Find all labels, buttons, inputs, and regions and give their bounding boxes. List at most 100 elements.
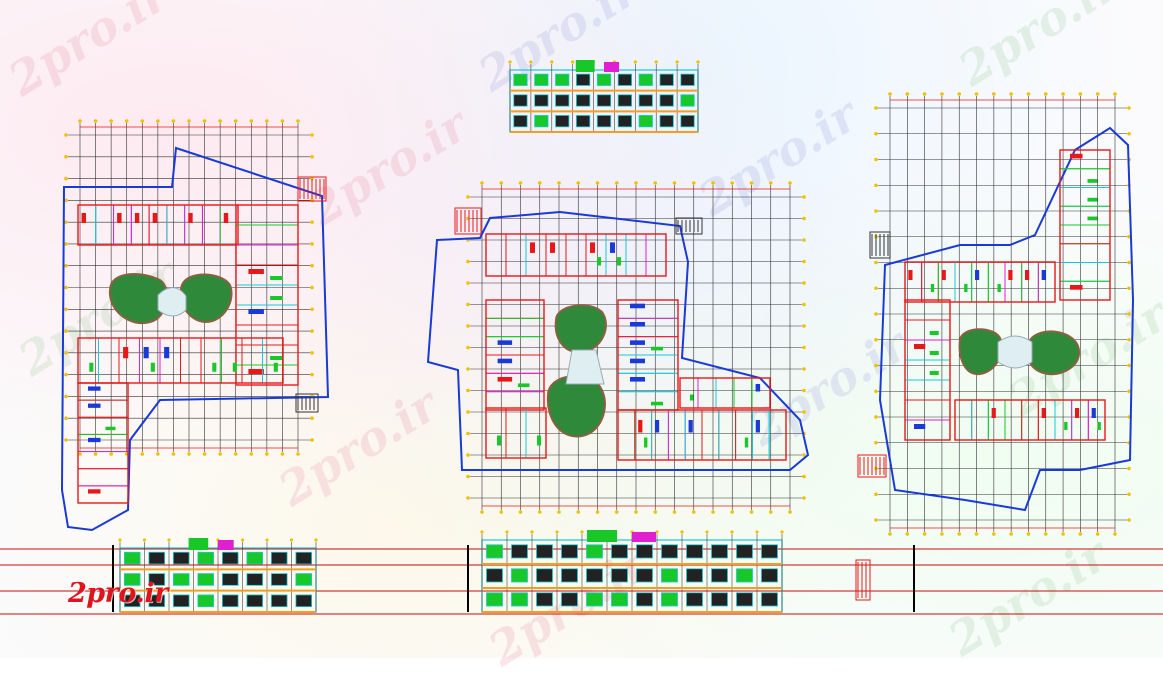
axis-marker — [265, 538, 269, 542]
room-cell — [485, 317, 545, 338]
axis-marker — [466, 410, 470, 414]
axis-marker — [874, 209, 878, 213]
axis-marker — [1078, 532, 1083, 536]
axis-marker — [64, 351, 68, 355]
axis-marker — [874, 183, 878, 188]
axis-marker — [310, 154, 314, 159]
axis-marker — [802, 281, 806, 285]
fixture — [270, 276, 283, 280]
axis-marker — [730, 181, 735, 185]
courtyard-garden — [179, 273, 233, 324]
window — [148, 594, 165, 608]
window — [173, 573, 190, 586]
axis-marker — [802, 302, 806, 307]
window — [561, 544, 578, 559]
axis-marker — [634, 181, 638, 185]
window — [173, 594, 190, 608]
room-cell — [718, 409, 737, 461]
room-cell — [1021, 261, 1039, 303]
window — [659, 73, 674, 86]
axis-marker — [768, 510, 773, 514]
axis-marker — [580, 530, 584, 534]
axis-marker — [1009, 92, 1013, 96]
section-dividers — [112, 545, 915, 612]
axis-marker — [187, 119, 191, 123]
window — [686, 544, 703, 559]
fixture — [914, 424, 926, 429]
axis-marker — [749, 181, 754, 185]
axis-marker — [874, 518, 878, 522]
axis-marker — [680, 530, 684, 534]
axis-marker — [109, 119, 113, 123]
axis-marker — [310, 263, 314, 268]
room-cell — [485, 391, 545, 411]
fixture — [638, 420, 643, 433]
wing-outline — [485, 407, 547, 459]
axis-marker — [802, 367, 806, 371]
axis-marker — [957, 92, 962, 96]
fixture — [134, 213, 140, 223]
fixture — [212, 362, 217, 372]
axis-marker — [64, 263, 68, 268]
fixture — [630, 322, 645, 327]
axis-marker — [802, 410, 806, 414]
room-cell — [617, 391, 679, 411]
fixture — [654, 420, 660, 433]
room-cell — [701, 409, 720, 461]
axis-marker — [557, 181, 561, 185]
courtyard-path — [565, 349, 605, 385]
axis-marker — [940, 532, 944, 536]
window — [534, 115, 549, 128]
axis-marker — [518, 181, 523, 185]
window — [536, 568, 553, 583]
wing-outline — [617, 409, 787, 461]
axis-marker — [675, 60, 679, 64]
axis-marker — [310, 416, 314, 421]
axis-marker — [788, 181, 792, 185]
axis-marker — [802, 345, 806, 350]
window — [124, 573, 141, 586]
axis-marker — [957, 532, 962, 536]
axis-marker — [466, 388, 470, 393]
axis-marker — [518, 510, 523, 514]
room-cell — [1059, 168, 1111, 188]
site-boundary — [60, 146, 330, 532]
axis-marker — [768, 181, 773, 185]
window — [638, 115, 653, 128]
axis-marker — [1026, 92, 1031, 96]
axis-marker — [64, 416, 68, 421]
axis-marker — [654, 60, 658, 64]
window — [197, 594, 214, 608]
window — [711, 544, 728, 559]
room-cell — [1059, 205, 1111, 226]
axis-marker — [218, 119, 222, 123]
axis-marker — [940, 92, 944, 96]
axis-marker — [64, 220, 68, 224]
window — [711, 568, 728, 583]
axis-marker — [1113, 532, 1117, 536]
window — [576, 94, 591, 107]
room-cell — [1087, 399, 1106, 441]
axis-marker — [187, 452, 191, 456]
axis-marker — [974, 92, 979, 96]
fixture — [223, 213, 229, 223]
axis-marker — [480, 530, 484, 534]
window — [596, 94, 612, 107]
axis-marker — [314, 538, 318, 542]
roof-element — [604, 62, 620, 72]
axis-marker — [64, 154, 68, 159]
axis-marker — [466, 259, 470, 264]
window — [736, 544, 753, 559]
axis-marker — [888, 92, 892, 96]
window — [661, 592, 678, 607]
window — [680, 73, 695, 86]
axis-marker — [874, 363, 878, 368]
axis-marker — [802, 259, 806, 264]
axis-marker — [874, 260, 878, 265]
fixture — [497, 358, 513, 364]
axis-marker — [874, 286, 878, 291]
fixture — [1070, 153, 1083, 159]
axis-marker — [802, 238, 806, 242]
window — [486, 568, 503, 583]
axis-marker — [280, 119, 285, 123]
